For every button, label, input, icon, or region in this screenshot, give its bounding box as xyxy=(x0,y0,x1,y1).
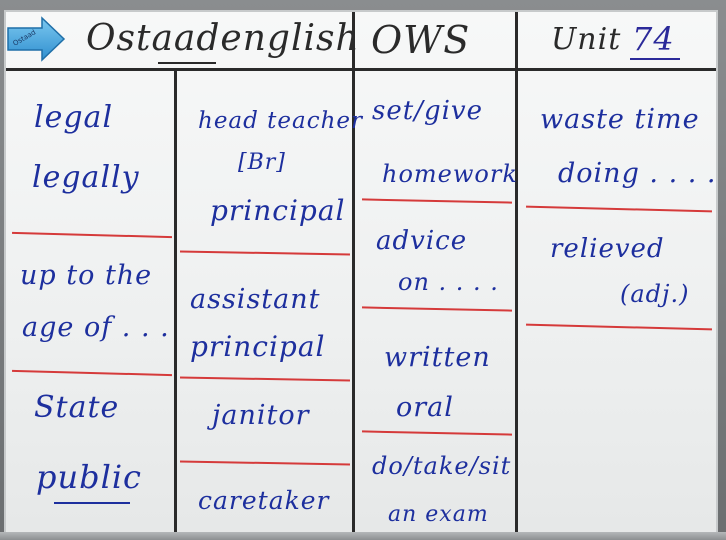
red-divider xyxy=(12,231,172,239)
word-legal: legal xyxy=(34,100,114,135)
word-advice: advice xyxy=(376,226,468,256)
header-divider xyxy=(6,68,716,71)
unit-number: 74 xyxy=(632,20,675,58)
word-principal-2: principal xyxy=(190,330,326,363)
phrase-age-of: age of . . . xyxy=(22,312,170,343)
red-divider xyxy=(526,205,712,213)
word-principal: principal xyxy=(210,194,346,227)
label-adjective: (adj.) xyxy=(620,280,690,308)
word-janitor: janitor xyxy=(212,400,310,431)
red-divider xyxy=(526,323,712,331)
brand-underline xyxy=(158,62,216,64)
red-divider xyxy=(361,306,513,312)
word-relieved: relieved xyxy=(550,234,665,264)
red-divider xyxy=(179,376,351,382)
phrase-set-give: set/give xyxy=(372,96,483,126)
word-state: State xyxy=(34,390,120,425)
red-divider xyxy=(361,198,513,204)
unit-number-underline xyxy=(630,58,680,60)
column-divider-2 xyxy=(352,12,355,532)
word-written: written xyxy=(384,342,491,373)
word-doing: doing . . . . xyxy=(558,158,717,189)
label-british: [Br] xyxy=(238,150,286,175)
red-divider xyxy=(361,430,513,436)
section-title: OWS xyxy=(371,18,471,62)
word-public: public xyxy=(36,458,142,496)
red-divider xyxy=(179,460,351,466)
word-assistant: assistant xyxy=(190,284,321,315)
red-divider xyxy=(179,250,351,256)
phrase-do-take-sit: do/take/sit xyxy=(372,452,512,480)
marker-tray xyxy=(0,532,726,540)
phrase-waste-time: waste time xyxy=(540,104,700,135)
word-homework: homework xyxy=(382,160,518,188)
word-legally: legally xyxy=(32,160,140,195)
word-oral: oral xyxy=(396,392,454,423)
phrase-head-teacher: head teacher xyxy=(198,108,364,134)
word-caretaker: caretaker xyxy=(198,486,330,515)
phrase-an-exam: an exam xyxy=(388,502,489,527)
unit-label: Unit xyxy=(551,22,622,57)
logo-arrow-icon xyxy=(7,16,66,62)
brand-title: Ostaadenglish xyxy=(86,18,360,59)
phrase-up-to-the: up to the xyxy=(20,260,153,291)
public-underline xyxy=(54,502,130,504)
word-advice-on: on . . . . xyxy=(398,268,499,296)
column-divider-1 xyxy=(174,70,177,532)
red-divider xyxy=(12,369,172,377)
whiteboard: Ostaadenglish OWS Unit 74 legal legally … xyxy=(4,10,718,534)
column-divider-3 xyxy=(515,12,518,532)
